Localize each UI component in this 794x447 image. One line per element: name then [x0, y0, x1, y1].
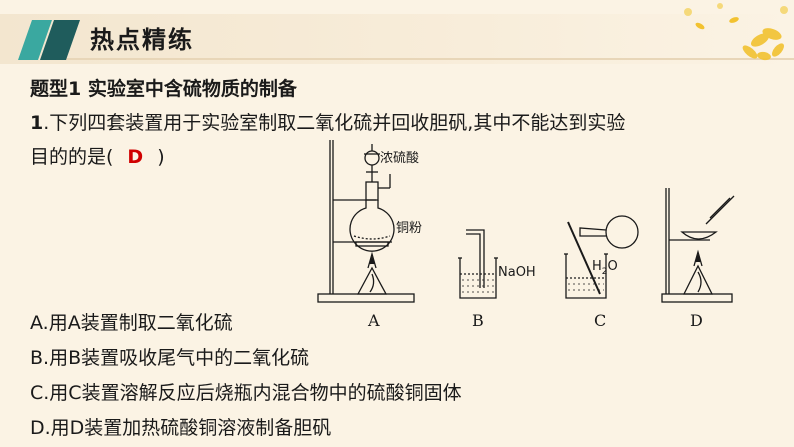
apparatus-a: [317, 140, 415, 303]
question-line-1: 1.下列四套装置用于实验室制取二氧化硫并回收胆矾,其中不能达到实验: [30, 106, 770, 140]
section-title: 热点精练: [90, 26, 194, 54]
question-type-heading: 题型1 实验室中含硫物质的制备: [30, 78, 297, 100]
apparatus-d: [661, 188, 735, 303]
question-stem-line-2-suffix: ): [157, 146, 165, 168]
answer-letter: D: [127, 146, 144, 168]
label-copper-powder: 铜粉: [396, 221, 422, 236]
apparatus-c: [564, 215, 639, 299]
question-line-2: 目的的是( D): [30, 140, 770, 174]
apparatus-figure: 浓硫酸 铜粉 NaOH H2O: [317, 140, 735, 330]
option-c: C.用C装置溶解反应后烧瓶内混合物中的硫酸铜固体: [30, 382, 462, 404]
apparatus-label-a: A: [367, 311, 380, 330]
question-stem-line-1: .下列四套装置用于实验室制取二氧化硫并回收胆矾,其中不能达到实验: [43, 112, 626, 134]
question-stem-line-2-prefix: 目的的是(: [30, 146, 114, 168]
apparatus-b: [458, 229, 498, 299]
decorative-flowers-icon: [684, 3, 788, 61]
label-conc-sulfuric-acid: 浓硫酸: [380, 151, 419, 166]
option-b: B.用B装置吸收尾气中的二氧化硫: [30, 347, 310, 369]
option-a: A.用A装置制取二氧化硫: [30, 312, 233, 334]
label-water: H2O: [592, 259, 618, 277]
header-band: [0, 14, 794, 64]
header-divider: [62, 58, 794, 60]
label-naoh: NaOH: [498, 265, 536, 280]
question-stem: 1.下列四套装置用于实验室制取二氧化硫并回收胆矾,其中不能达到实验 目的的是( D…: [30, 106, 770, 174]
section-logo-icon: [18, 20, 80, 60]
apparatus-label-b: B: [472, 311, 484, 330]
question-number: 1: [30, 112, 44, 134]
apparatus-label-c: C: [594, 311, 606, 330]
apparatus-label-d: D: [690, 311, 703, 330]
option-d: D.用D装置加热硫酸铜溶液制备胆矾: [30, 417, 332, 439]
